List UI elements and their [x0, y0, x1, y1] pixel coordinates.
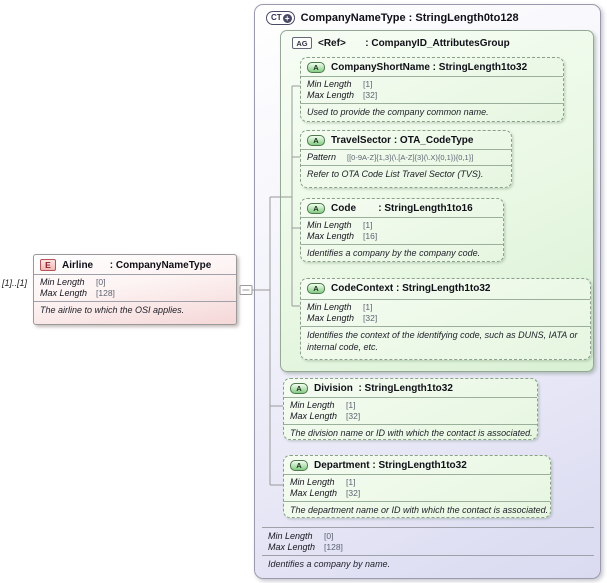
attribute-icon: A [290, 460, 308, 471]
attribute-title: Division : StringLength1to32 [314, 383, 453, 394]
attribute-annotation: Used to provide the company common name. [301, 103, 563, 121]
attribute-title: CompanyShortName : StringLength1to32 [331, 62, 528, 73]
facet-value: [32] [363, 90, 378, 100]
facet-value: [32] [363, 313, 378, 323]
attribute-title: TravelSector : OTA_CodeType [331, 135, 474, 146]
attribute-annotation: Refer to OTA Code List Travel Sector (TV… [301, 165, 511, 183]
facet-row: Max Length [32] [307, 90, 557, 101]
facet-name: Max Length [268, 542, 316, 552]
attributegroup-icon: AG [292, 37, 312, 49]
facet-name: Min Length [290, 477, 335, 487]
facet-row: Min Length [0] [40, 277, 230, 288]
facet-name: Min Length [290, 400, 335, 410]
element-title: Airline : CompanyNameType [62, 259, 212, 271]
attribute-title: Code : StringLength1to16 [331, 203, 473, 214]
complextype-header[interactable]: CT + CompanyNameType : StringLength0to12… [260, 7, 525, 28]
attribute-icon: A [290, 383, 308, 394]
facet-row: Min Length [0] [268, 531, 588, 542]
complextype-title: CompanyNameType : StringLength0to128 [300, 12, 519, 24]
attribute-annotation: Identifies the context of the identifyin… [301, 326, 590, 355]
attribute-codecontext[interactable]: A CodeContext : StringLength1to32 Min Le… [300, 278, 591, 360]
facet-name: Max Length [290, 411, 338, 421]
facet-value: [32] [346, 488, 361, 498]
attribute-companyshortname[interactable]: A CompanyShortName : StringLength1to32 M… [300, 57, 564, 122]
facet-row: Max Length [128] [40, 288, 230, 299]
facet-name: Max Length [290, 488, 338, 498]
facet-value: [1] [346, 400, 356, 410]
facet-value: [128] [96, 288, 115, 298]
facet-name: Max Length [307, 90, 355, 100]
facet-section: Min Length [1] Max Length [32] [301, 299, 590, 326]
facet-row: Min Length [1] [290, 400, 531, 411]
facet-name: Max Length [307, 313, 355, 323]
facet-value: [1] [363, 79, 373, 89]
complextype-icon[interactable]: CT + [266, 11, 295, 25]
facet-row: Max Length [32] [290, 411, 531, 422]
attribute-title: CodeContext : StringLength1to32 [331, 283, 491, 294]
expand-plus-icon[interactable]: + [282, 13, 292, 23]
facet-value: [0] [324, 531, 334, 541]
facet-section: Min Length [0] Max Length [128] [34, 274, 236, 301]
facet-section: Min Length [1] Max Length [16] [301, 217, 503, 244]
attribute-annotation: The division name or ID with which the c… [284, 424, 537, 439]
facet-name: Pattern [307, 152, 337, 162]
attribute-annotation: The department name or ID with which the… [284, 501, 550, 517]
facet-name: Min Length [307, 79, 352, 89]
facet-value: [128] [324, 542, 343, 552]
facet-value: [32] [346, 411, 361, 421]
facet-row: Min Length [1] [290, 477, 544, 488]
attribute-division[interactable]: A Division : StringLength1to32 Min Lengt… [283, 378, 538, 440]
facet-name: Min Length [40, 277, 85, 287]
attributegroup-title: <Ref> : CompanyID_AttributesGroup [318, 37, 510, 49]
facet-row: Min Length [1] [307, 220, 497, 231]
facet-value: [0] [96, 277, 106, 287]
attribute-travelsector[interactable]: A TravelSector : OTA_CodeType Pattern [[… [300, 130, 512, 188]
facet-row: Max Length [128] [268, 542, 588, 553]
attribute-annotation: Identifies a company by the company code… [301, 244, 503, 261]
facet-row: Max Length [16] [307, 231, 497, 242]
facet-name: Min Length [307, 302, 352, 312]
facet-section: Min Length [1] Max Length [32] [301, 76, 563, 103]
complextype-annotation: Identifies a company by name. [262, 555, 594, 573]
facet-section: Min Length [1] Max Length [32] [284, 397, 537, 424]
element-airline[interactable]: E Airline : CompanyNameType Min Length [… [33, 254, 237, 325]
attribute-department[interactable]: A Department : StringLength1to32 Min Len… [283, 455, 551, 518]
attribute-icon: A [307, 135, 325, 146]
facet-value: [1] [346, 477, 356, 487]
facet-row: Max Length [32] [307, 313, 584, 324]
facet-row: Pattern [[0-9A-Z]{1,3}(\.[A-Z]{3}(\.X){0… [307, 152, 505, 163]
facet-section: Pattern [[0-9A-Z]{1,3}(\.[A-Z]{3}(\.X){0… [301, 149, 511, 165]
attribute-icon: A [307, 203, 325, 214]
facet-name: Max Length [40, 288, 88, 298]
facet-value: [1] [363, 302, 373, 312]
attributegroup-header[interactable]: AG <Ref> : CompanyID_AttributesGroup [286, 33, 516, 52]
facet-row: Min Length [1] [307, 302, 584, 313]
collapse-handle[interactable] [239, 285, 253, 295]
element-annotation: The airline to which the OSI applies. [34, 301, 236, 319]
facet-section: Min Length [1] Max Length [32] [284, 474, 550, 501]
facet-value: [16] [363, 231, 378, 241]
attribute-icon: A [307, 62, 325, 73]
facet-value: [1] [363, 220, 373, 230]
facet-name: Min Length [307, 220, 352, 230]
cardinality-label: [1]..[1] [2, 278, 28, 288]
facet-row: Max Length [32] [290, 488, 544, 499]
complextype-facets: Min Length [0] Max Length [128] Identifi… [262, 527, 594, 573]
facet-name: Max Length [307, 231, 355, 241]
attribute-icon: A [307, 283, 325, 294]
facet-name: Min Length [268, 531, 313, 541]
facet-value: [[0-9A-Z]{1,3}(\.[A-Z]{3}(\.X){0,1}){0,1… [347, 153, 474, 162]
attribute-code[interactable]: A Code : StringLength1to16 Min Length [1… [300, 198, 504, 262]
facet-row: Min Length [1] [307, 79, 557, 90]
attribute-title: Department : StringLength1to32 [314, 460, 467, 471]
complextype-icon-label: CT [271, 13, 282, 22]
element-icon: E [40, 259, 56, 271]
